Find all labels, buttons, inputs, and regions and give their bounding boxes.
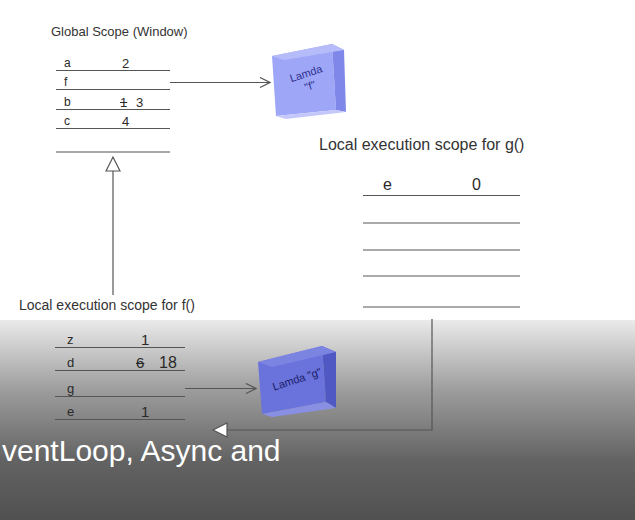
empty-row-line	[363, 223, 520, 224]
variable-name: a	[64, 56, 71, 71]
connector-arrow	[170, 82, 270, 83]
empty-row-line	[363, 276, 520, 277]
variable-name: c	[64, 114, 70, 129]
scope-row: e1	[55, 403, 185, 420]
scope-heading: Local execution scope for f()	[19, 297, 195, 313]
connector-arrow	[213, 319, 432, 430]
variable-value: 2	[122, 56, 129, 71]
variable-name: e	[383, 174, 392, 196]
scope-heading: Global Scope (Window)	[51, 24, 188, 39]
variable-value: 3	[136, 95, 143, 110]
empty-row-line	[363, 307, 520, 308]
scope-table: Global Scope (Window)a2fb13c4	[50, 22, 195, 157]
variable-value: 1	[120, 95, 127, 110]
box-face	[332, 44, 346, 112]
lambda-box: Lamda "g"	[256, 340, 338, 418]
scope-row: g	[55, 380, 185, 397]
scope-heading: Local execution scope for g()	[319, 136, 524, 154]
scope-table: Local execution scope for g()e0	[318, 134, 583, 319]
box-face	[322, 346, 336, 408]
connector-arrow	[185, 388, 256, 389]
variable-name: d	[67, 354, 74, 371]
variable-name: z	[67, 331, 74, 348]
variable-name: b	[64, 95, 71, 110]
variable-name: g	[67, 380, 74, 397]
scope-table: Local execution scope for f()z1d618ge1	[18, 295, 213, 435]
box-face	[258, 346, 336, 367]
scope-row: f	[56, 75, 170, 90]
scope-row: a2	[56, 56, 170, 71]
variable-value: 0	[472, 174, 481, 196]
variable-value: 1	[141, 331, 149, 348]
empty-row-line	[56, 152, 170, 153]
variable-value: 6	[136, 354, 144, 371]
box-face	[262, 402, 336, 417]
box-face	[272, 44, 344, 60]
scope-row: d 6 18	[55, 354, 185, 371]
variable-name: e	[67, 403, 74, 420]
variable-name: f	[64, 75, 67, 90]
variable-value: 1	[141, 403, 149, 420]
video-title: ventLoop, Async and	[2, 434, 281, 468]
scope-row: c4	[56, 114, 170, 129]
variable-value: 18	[159, 354, 177, 371]
scope-row: z1	[55, 331, 185, 348]
connector-arrow	[112, 157, 113, 295]
box-face	[276, 110, 346, 119]
scope-row: b 13	[56, 95, 170, 110]
lambda-box: Lamda "f"	[270, 40, 346, 120]
variable-value: 4	[122, 114, 129, 129]
scope-row: e0	[363, 174, 520, 196]
empty-row-line	[363, 250, 520, 251]
